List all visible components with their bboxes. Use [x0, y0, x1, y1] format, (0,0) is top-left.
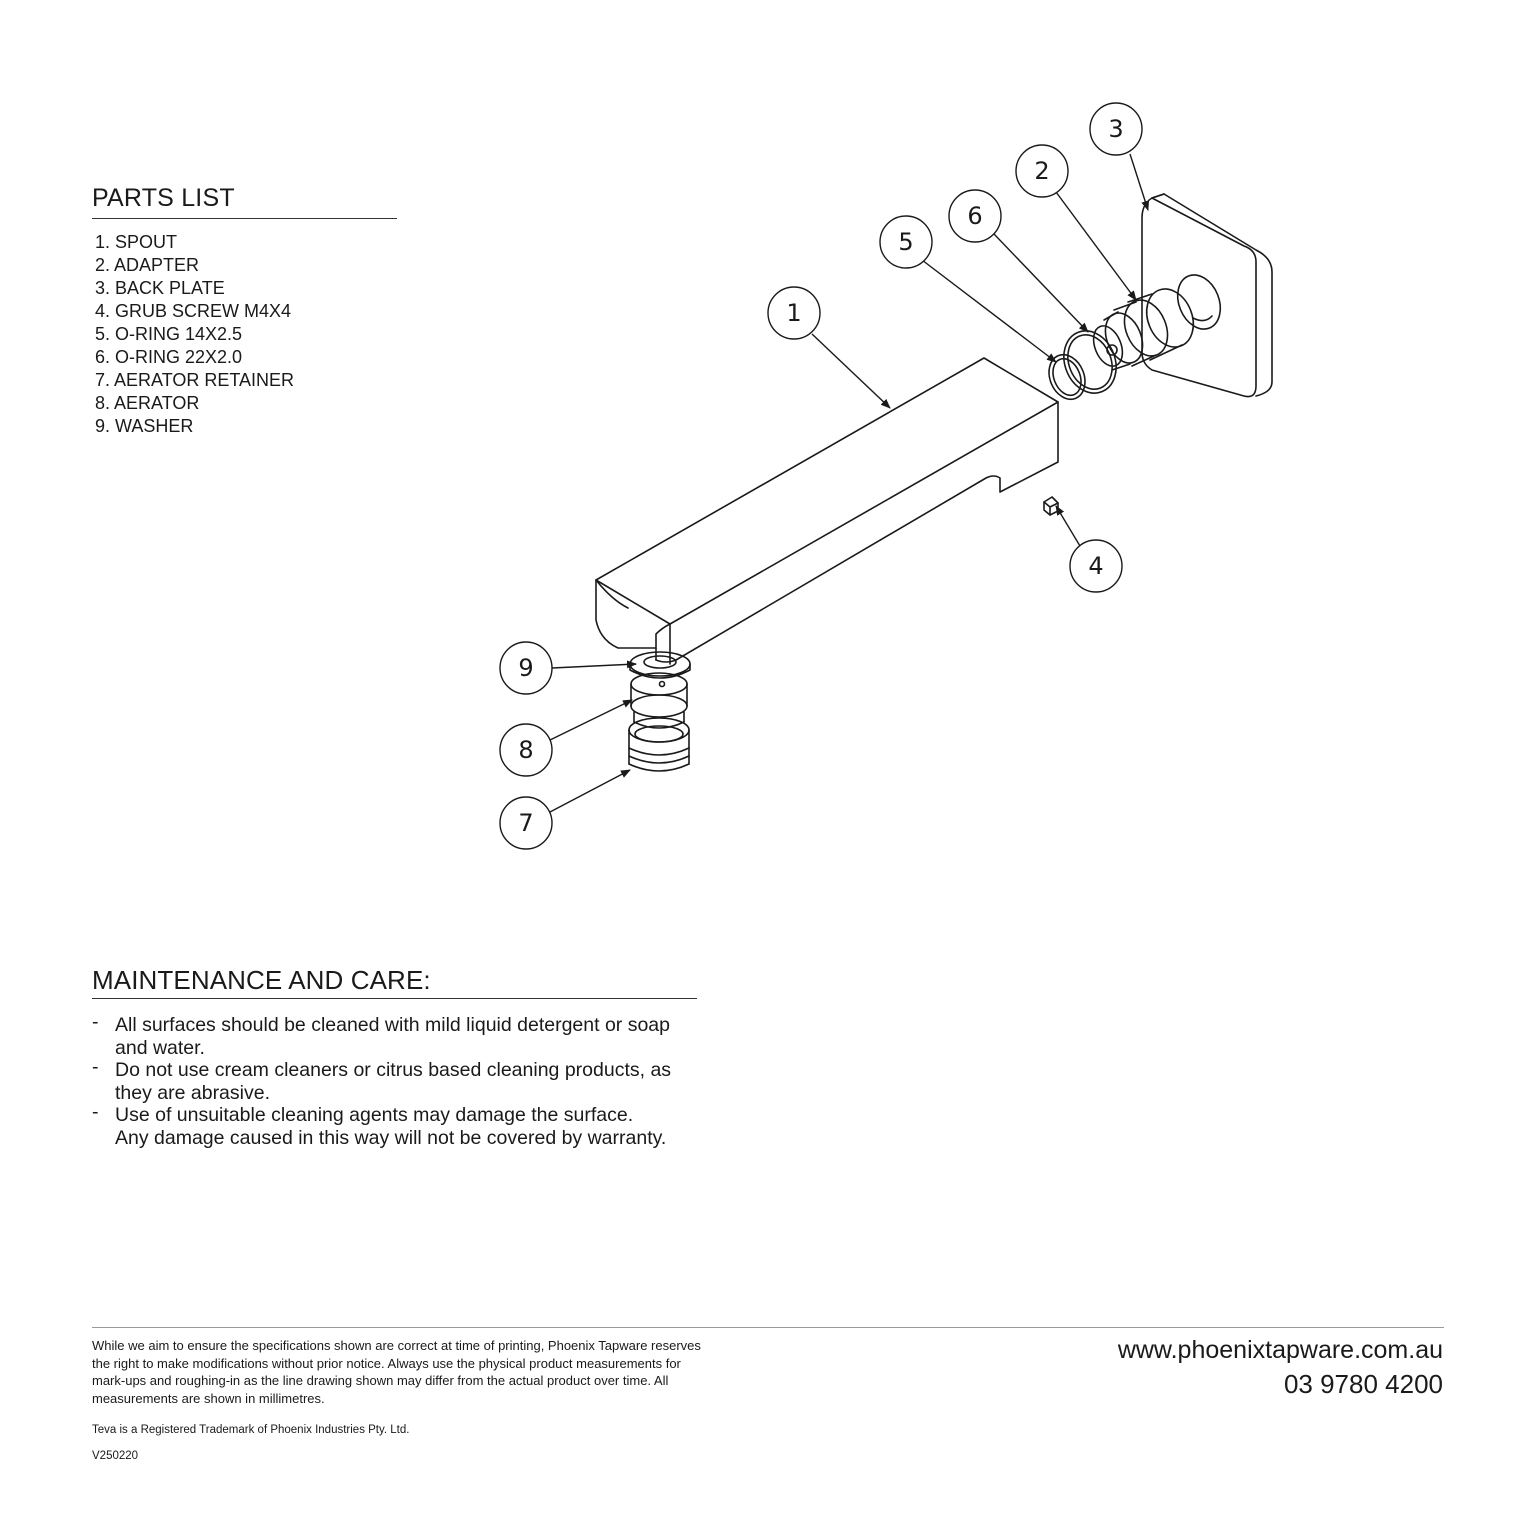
disclaimer-text: While we aim to ensure the specification…: [92, 1338, 701, 1406]
callout-label-5: 5: [898, 228, 913, 256]
leader-line-2: [1055, 191, 1137, 301]
callout-label-4: 4: [1088, 552, 1103, 580]
callout-label-7: 7: [518, 809, 533, 837]
adapter-drawing: [1092, 288, 1195, 371]
callout-circle-6: [948, 189, 1002, 243]
bullet-dash: -: [92, 1056, 99, 1078]
leader-line-5: [921, 259, 1057, 363]
parts-list-item: 3. BACK PLATE: [95, 278, 225, 298]
parts-list-title: PARTS LIST: [92, 184, 235, 212]
website-link[interactable]: www.phoenixtapware.com.au: [1117, 1336, 1443, 1364]
callout-circle-9: [499, 641, 553, 695]
callout-label-9: 9: [518, 654, 533, 682]
callout-circle-8: [499, 723, 553, 777]
maintenance-item: - Use of unsuitable cleaning agents may …: [92, 1101, 702, 1149]
maintenance-item-line: they are abrasive.: [115, 1081, 271, 1104]
o-ring-14-drawing: [1048, 353, 1086, 401]
callout-label-8: 8: [518, 736, 533, 764]
leader-line-4: [1055, 505, 1081, 547]
parts-list-item: 5. O-RING 14X2.5: [95, 324, 243, 344]
callout-label-1: 1: [786, 299, 801, 327]
parts-list: 1. SPOUT 2. ADAPTER 3. BACK PLATE 4. GRU…: [95, 231, 294, 438]
callout-circle-5: [879, 215, 933, 269]
parts-list-divider: [92, 218, 397, 219]
aerator-drawing: [630, 672, 688, 729]
maintenance-item-line: Any damage caused in this way will not b…: [115, 1126, 667, 1149]
callout-circle-4: [1069, 539, 1123, 593]
maintenance-list: - All surfaces should be cleaned with mi…: [92, 1011, 702, 1149]
callout-label-3: 3: [1108, 115, 1123, 143]
footer-divider: [92, 1327, 1444, 1328]
parts-list-item: 4. GRUB SCREW M4X4: [95, 301, 292, 321]
parts-list-item: 1. SPOUT: [95, 232, 178, 252]
maintenance-item: - All surfaces should be cleaned with mi…: [92, 1011, 702, 1059]
version-code: V250220: [92, 1450, 139, 1462]
callout-circle-2: [1015, 144, 1069, 198]
leader-line-9: [551, 660, 637, 669]
o-ring-22-drawing: [1063, 330, 1117, 394]
maintenance-item-line: Use of unsuitable cleaning agents may da…: [115, 1104, 634, 1126]
maintenance-title: MAINTENANCE AND CARE:: [92, 965, 431, 995]
aerator-retainer-drawing: [628, 717, 690, 772]
spout-drawing: [595, 357, 1059, 665]
phone-number: 03 9780 4200: [1283, 1369, 1443, 1399]
maintenance-item-line: Do not use cream cleaners or citrus base…: [115, 1059, 672, 1081]
maintenance-divider: [92, 998, 697, 999]
parts-list-item: 2. ADAPTER: [95, 255, 200, 275]
back-plate-drawing: [1141, 193, 1273, 398]
maintenance-item-line: All surfaces should be cleaned with mild…: [115, 1014, 670, 1036]
callout-label-2: 2: [1034, 157, 1049, 185]
leader-line-1: [811, 333, 891, 409]
callout-circle-7: [499, 796, 553, 850]
bullet-dash: -: [92, 1101, 99, 1123]
parts-list-item: 8. AERATOR: [95, 393, 200, 413]
maintenance-item-line: and water.: [115, 1036, 205, 1059]
maintenance-item: - Do not use cream cleaners or citrus ba…: [92, 1056, 702, 1104]
leader-line-3: [1129, 153, 1150, 211]
callout-label-6: 6: [967, 202, 982, 230]
parts-list-item: 6. O-RING 22X2.0: [95, 347, 243, 367]
bullet-dash: -: [92, 1011, 99, 1033]
parts-list-item: 9. WASHER: [95, 416, 194, 436]
leader-line-6: [993, 233, 1089, 333]
trademark-notice: Teva is a Registered Trademark of Phoeni…: [92, 1424, 410, 1436]
leader-line-8: [549, 699, 633, 741]
parts-list-item: 7. AERATOR RETAINER: [95, 370, 295, 390]
leader-line-7: [549, 769, 631, 813]
callout-circle-1: [767, 286, 821, 340]
callout-circle-3: [1089, 102, 1143, 156]
grub-screw-drawing: [1043, 496, 1059, 516]
